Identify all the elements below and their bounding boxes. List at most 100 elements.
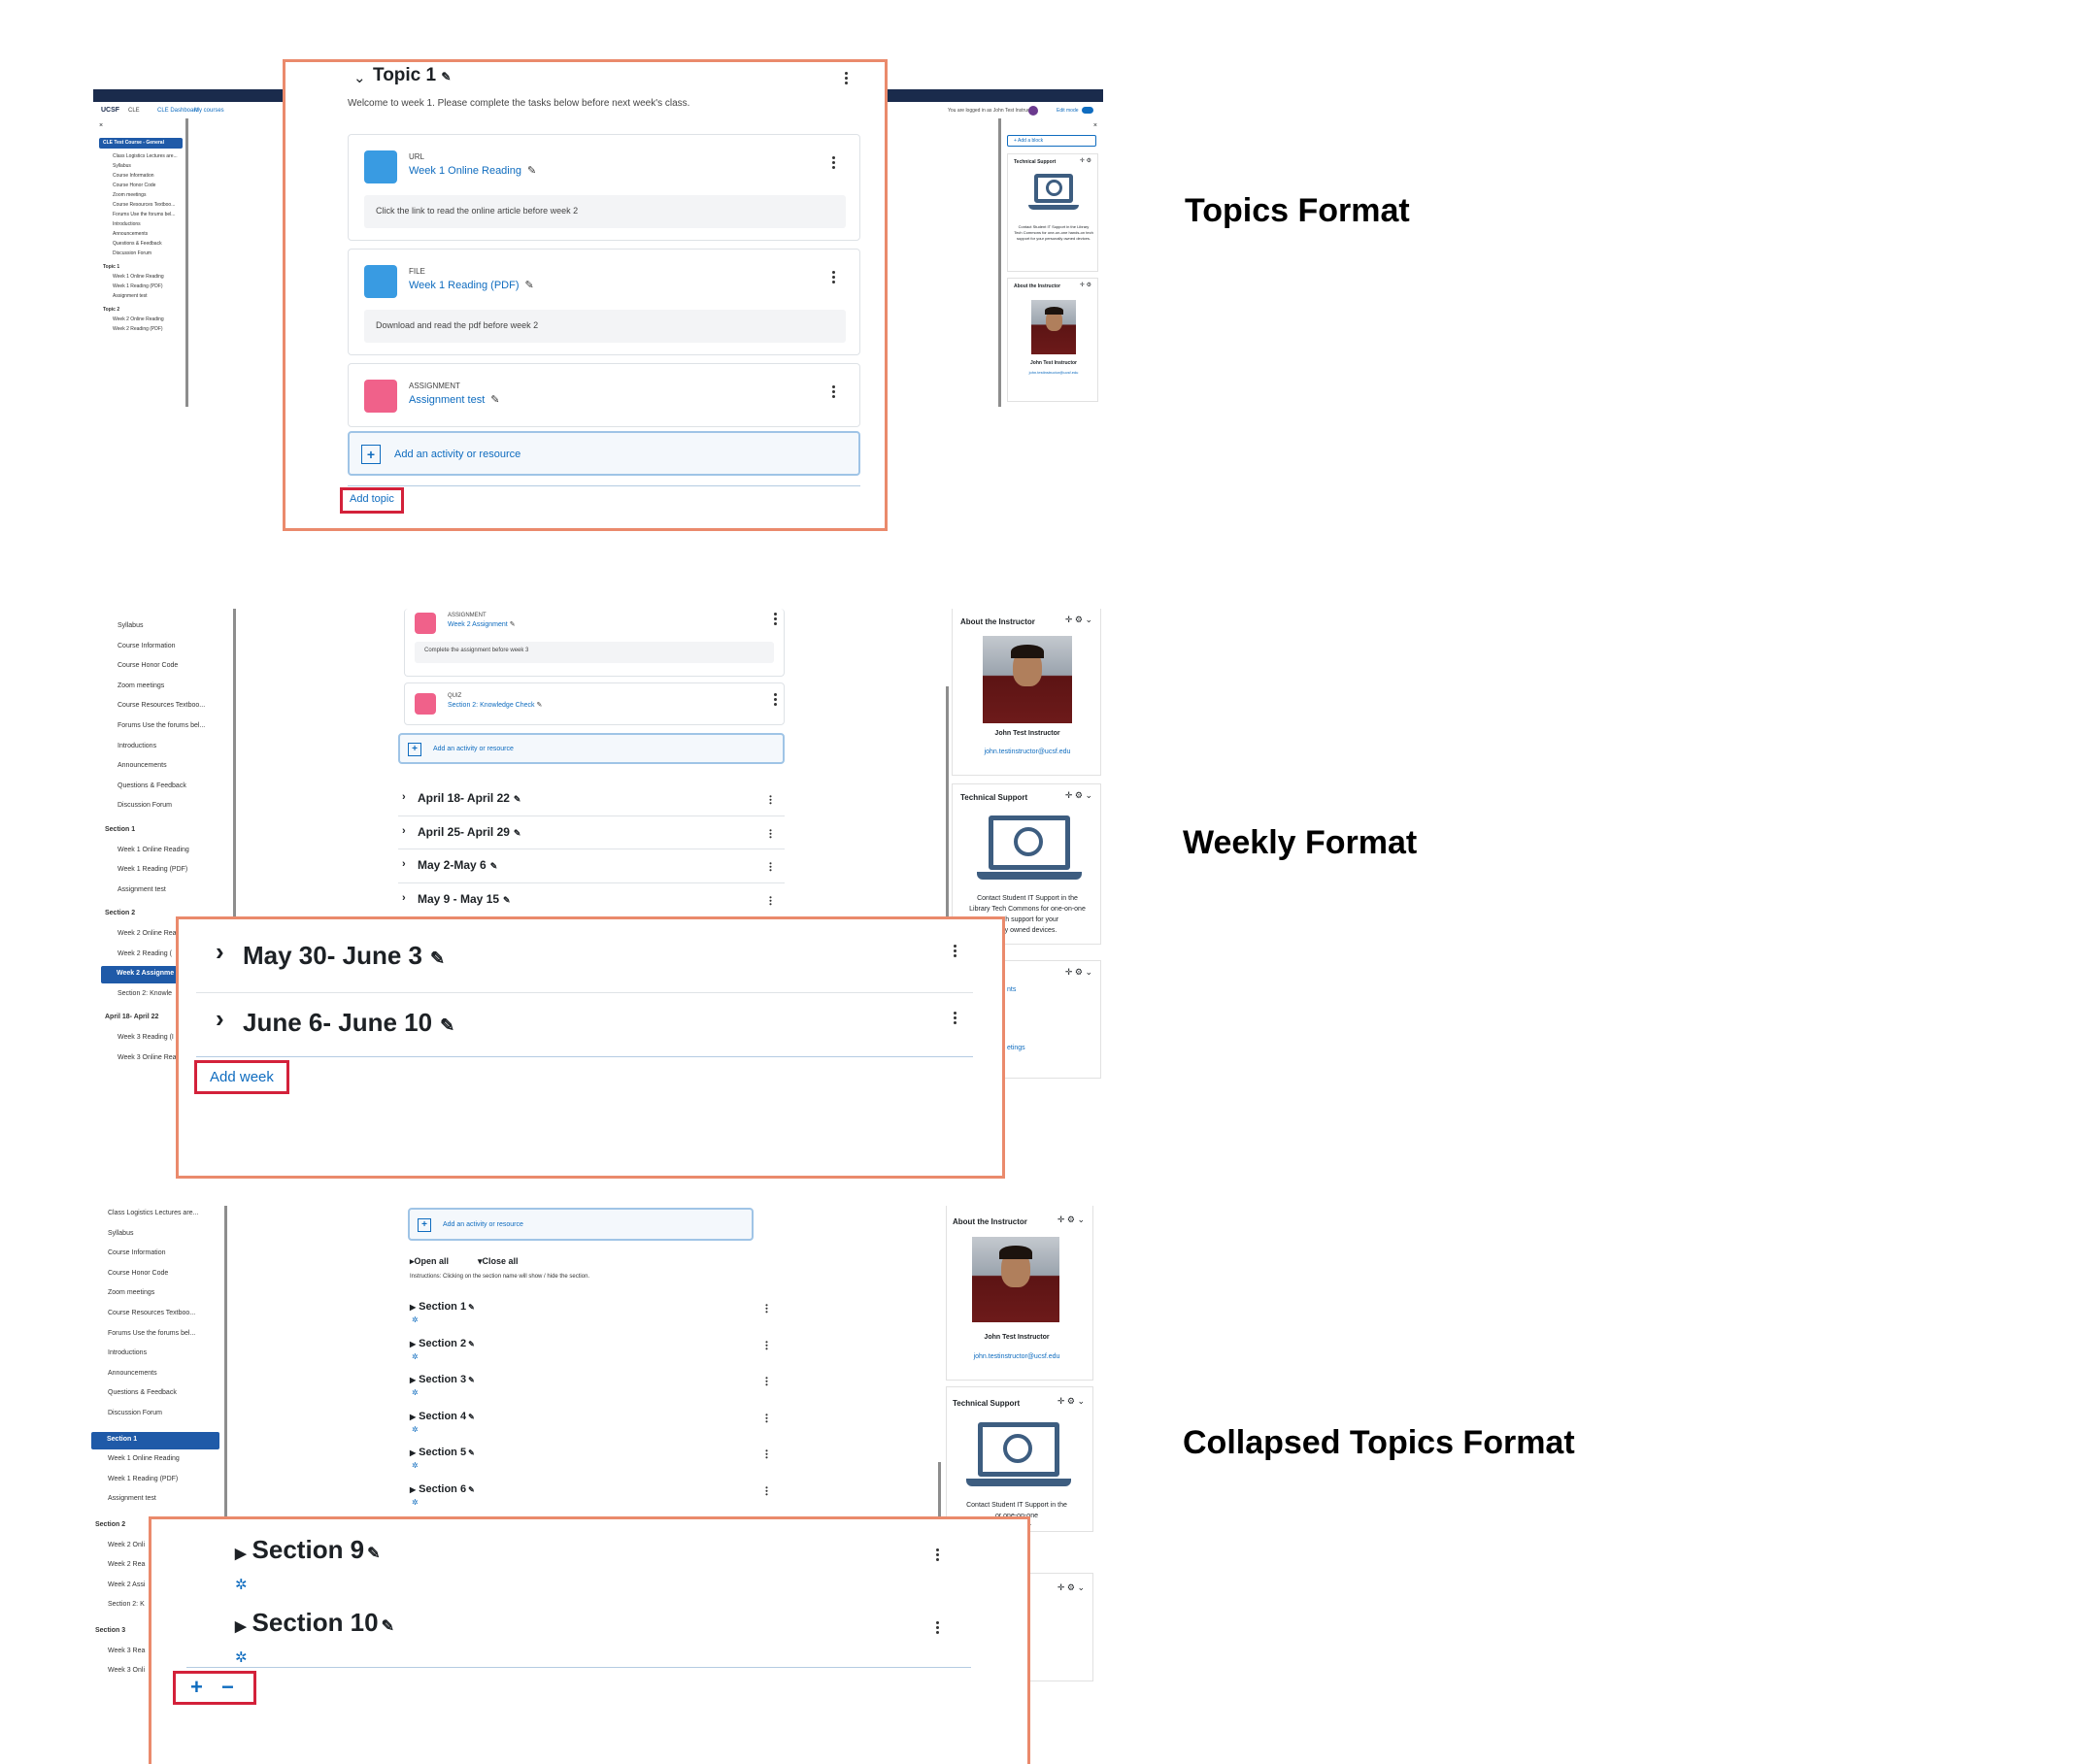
- scrollbar[interactable]: [938, 1462, 941, 1559]
- chevron-right-icon[interactable]: ›: [402, 791, 406, 803]
- course-index-item[interactable]: Class Logistics Lectures are...: [108, 1210, 199, 1216]
- activity-menu-icon[interactable]: [774, 613, 777, 627]
- pencil-icon[interactable]: ✎: [468, 1376, 475, 1384]
- open-all-link[interactable]: ▸Open all: [410, 1256, 450, 1266]
- course-index-section[interactable]: Section 3: [95, 1627, 126, 1634]
- add-activity-button[interactable]: + Add an activity or resource: [408, 1208, 754, 1241]
- course-index-item[interactable]: Zoom meetings: [117, 682, 165, 689]
- course-index-item[interactable]: Course Honor Code: [108, 1269, 169, 1277]
- course-index-section[interactable]: April 18- April 22: [105, 1014, 159, 1021]
- section-menu-icon[interactable]: [769, 795, 772, 806]
- course-index-item[interactable]: Introductions: [113, 221, 141, 227]
- course-index-item[interactable]: Questions & Feedback: [113, 241, 162, 247]
- course-index-item[interactable]: Week 2 Online Reading: [113, 316, 164, 322]
- close-icon[interactable]: ×: [99, 122, 104, 129]
- scrollbar[interactable]: [946, 686, 949, 1079]
- course-index-item[interactable]: Syllabus: [113, 163, 131, 169]
- activity-menu-icon[interactable]: [832, 156, 835, 171]
- week-section[interactable]: May 30- June 3✎: [243, 941, 445, 971]
- pencil-icon[interactable]: ✎: [367, 1546, 381, 1562]
- course-index-item[interactable]: Section 2: K: [108, 1601, 145, 1609]
- section-menu-icon[interactable]: [765, 1449, 768, 1460]
- course-index-section[interactable]: Section 1: [105, 826, 136, 833]
- section-menu-icon[interactable]: [765, 1485, 768, 1497]
- section-toggle[interactable]: ▶Section 10✎: [235, 1608, 394, 1638]
- activity-name[interactable]: Section 2: Knowledge Check ✎: [448, 701, 542, 709]
- course-index-item[interactable]: Course Information: [113, 173, 154, 179]
- pencil-icon[interactable]: ✎: [429, 949, 446, 968]
- course-index-item[interactable]: Week 2 Assi: [108, 1581, 146, 1588]
- course-index-item[interactable]: Class Logistics Lectures are...: [113, 153, 178, 159]
- gear-icon[interactable]: ✲: [235, 1649, 248, 1666]
- pencil-icon[interactable]: ✎: [513, 794, 521, 804]
- course-index-item[interactable]: Week 2 Reading (: [117, 949, 172, 957]
- activity-menu-icon[interactable]: [832, 385, 835, 400]
- gear-icon[interactable]: ✲: [412, 1388, 419, 1397]
- gear-icon[interactable]: ✲: [412, 1351, 419, 1361]
- course-index-item[interactable]: Week 1 Online Reading: [113, 274, 164, 280]
- section-toggle[interactable]: ▶Section 9✎: [235, 1535, 381, 1565]
- course-index-item[interactable]: Syllabus: [117, 622, 144, 629]
- course-index-item[interactable]: Week 3 Reading (I: [117, 1034, 174, 1041]
- activity-name[interactable]: Assignment test✎: [409, 393, 499, 406]
- instructor-email[interactable]: john.testinstructor@ucsf.edu: [973, 1353, 1060, 1360]
- chevron-down-icon[interactable]: ⌄: [353, 70, 366, 86]
- course-index-item[interactable]: Week 1 Reading (PDF): [117, 866, 188, 874]
- course-index-item[interactable]: Course Resources Textboo...: [117, 702, 206, 710]
- section-menu-icon[interactable]: [765, 1413, 768, 1424]
- add-week-link[interactable]: Add week: [210, 1069, 274, 1085]
- section-toggle[interactable]: ▶Section 1✎: [410, 1301, 475, 1313]
- activity-menu-icon[interactable]: [832, 271, 835, 285]
- section-menu-icon[interactable]: [769, 895, 772, 907]
- course-index-item[interactable]: Forums Use the forums bel...: [108, 1329, 196, 1337]
- instructor-email[interactable]: john.testinstructor@ucsf.edu: [984, 749, 1071, 755]
- course-index-item[interactable]: Announcements: [117, 762, 167, 770]
- pencil-icon[interactable]: ✎: [489, 861, 498, 871]
- course-index-item[interactable]: Discussion Forum: [108, 1410, 163, 1416]
- add-activity-button[interactable]: + Add an activity or resource: [398, 733, 785, 764]
- course-index-active[interactable]: Section 1: [91, 1431, 219, 1449]
- pencil-icon[interactable]: ✎: [468, 1448, 475, 1457]
- gear-icon[interactable]: ✲: [235, 1577, 248, 1593]
- pencil-icon[interactable]: ✎: [513, 827, 521, 838]
- block-actions-icon[interactable]: ✛ ⚙ ⌄: [1057, 1396, 1085, 1406]
- activity-name[interactable]: Week 1 Online Reading✎: [409, 164, 536, 177]
- block-actions-icon[interactable]: ✛ ⚙ ⌄: [1064, 615, 1092, 624]
- chevron-right-icon[interactable]: ›: [402, 858, 406, 870]
- gear-icon[interactable]: ✲: [412, 1461, 419, 1470]
- course-index-item[interactable]: Syllabus: [108, 1229, 134, 1237]
- course-index-item[interactable]: Discussion Forum: [113, 250, 152, 256]
- instructor-email[interactable]: john.testinstructor@ucsf.edu: [1028, 370, 1079, 375]
- block-actions-icon[interactable]: ✛ ⚙ ⌄: [1064, 967, 1092, 977]
- course-index-item[interactable]: Discussion Forum: [117, 802, 173, 810]
- course-index-item[interactable]: Questions & Feedback: [108, 1389, 177, 1397]
- section-toggle[interactable]: ▶Section 4✎: [410, 1411, 475, 1422]
- chevron-right-icon[interactable]: ›: [402, 824, 406, 837]
- course-index-item[interactable]: Week 2 Onli: [108, 1541, 145, 1548]
- course-index-section[interactable]: Topic 1: [103, 264, 120, 270]
- pencil-icon[interactable]: ✎: [381, 1618, 395, 1635]
- edit-mode-toggle[interactable]: [1082, 107, 1093, 114]
- course-index-item[interactable]: Week 1 Reading (PDF): [113, 283, 163, 289]
- collapse-all-icon[interactable]: −: [221, 1675, 234, 1699]
- add-activity-button[interactable]: + Add an activity or resource: [348, 431, 860, 476]
- section-menu-icon[interactable]: [845, 72, 848, 86]
- course-index-item[interactable]: Assignment test: [113, 293, 148, 299]
- block-actions-icon[interactable]: ✛ ⚙ ⌄: [1057, 1215, 1085, 1224]
- section-menu-icon[interactable]: [765, 1304, 768, 1315]
- week-section[interactable]: May 2-May 6✎: [418, 858, 497, 872]
- section-menu-icon[interactable]: [769, 828, 772, 840]
- course-index-item[interactable]: Week 1 Online Reading: [108, 1455, 180, 1463]
- pencil-icon[interactable]: ✎: [468, 1484, 475, 1494]
- close-icon[interactable]: ×: [1092, 122, 1097, 129]
- course-index-item[interactable]: Course Information: [117, 642, 176, 649]
- course-index-item[interactable]: Week 3 Onli: [108, 1667, 145, 1675]
- week-section[interactable]: April 25- April 29✎: [418, 825, 520, 839]
- gear-icon[interactable]: ✲: [412, 1497, 419, 1507]
- course-index-item[interactable]: Course Resources Textboo...: [108, 1310, 196, 1316]
- course-index-item[interactable]: Week 3 Online Rea: [117, 1053, 177, 1061]
- add-topic-link[interactable]: Add topic: [350, 493, 394, 505]
- block-link[interactable]: etings: [1007, 1045, 1025, 1051]
- section-toggle[interactable]: ▶Section 3✎: [410, 1374, 475, 1385]
- my-courses-link[interactable]: My courses: [194, 108, 224, 114]
